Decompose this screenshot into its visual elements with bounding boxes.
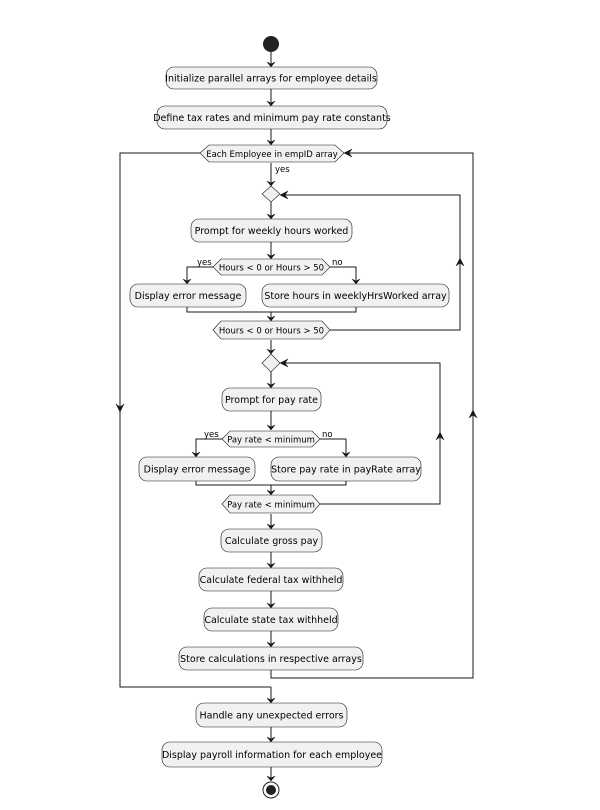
repeat-hours-hexagon: Hours < 0 or Hours > 50 (212, 320, 331, 340)
repeat-rate-hexagon: Pay rate < minimum (221, 494, 321, 514)
decision-hours-yes-label: yes (197, 258, 212, 268)
action-display-payroll-label: Display payroll information for each emp… (162, 750, 382, 761)
action-store-hours: Store hours in weeklyHrsWorked array (261, 283, 450, 308)
action-error-rate-label: Display error message (144, 465, 251, 476)
loop-employee-yes-label: yes (275, 165, 290, 175)
decision-hours-hexagon: Hours < 0 or Hours > 50 (212, 258, 331, 276)
action-store-calcs: Store calculations in respective arrays (178, 646, 364, 671)
action-store-rate-label: Store pay rate in payRate array (271, 465, 421, 476)
decision-rate-yes-label: yes (204, 430, 219, 440)
action-handle-errors: Handle any unexpected errors (195, 702, 348, 728)
repeat-rate-label: Pay rate < minimum (227, 501, 315, 511)
decision-rate-no-label: no (322, 430, 333, 440)
decision-hours-no-label: no (332, 258, 343, 268)
action-calc-gross-label: Calculate gross pay (225, 536, 319, 547)
decision-hours-label: Hours < 0 or Hours > 50 (219, 264, 324, 274)
action-store-calcs-label: Store calculations in respective arrays (180, 654, 362, 665)
start-node (263, 36, 279, 52)
action-store-hours-label: Store hours in weeklyHrsWorked array (264, 291, 447, 302)
action-init-arrays-label: Initialize parallel arrays for employee … (165, 74, 377, 85)
action-error-hours-label: Display error message (135, 291, 242, 302)
action-handle-errors-label: Handle any unexpected errors (199, 711, 343, 722)
repeat-hours-label: Hours < 0 or Hours > 50 (219, 327, 324, 337)
action-init-arrays: Initialize parallel arrays for employee … (165, 66, 378, 90)
loop-employee-hexagon: Each Employee in empID array (199, 144, 345, 163)
end-node (262, 781, 280, 799)
decision-rate-label: Pay rate < minimum (227, 436, 315, 446)
action-define-constants: Define tax rates and minimum pay rate co… (153, 105, 391, 130)
action-error-hours: Display error message (129, 283, 247, 308)
action-calc-state-label: Calculate state tax withheld (204, 615, 337, 626)
action-prompt-rate: Prompt for pay rate (221, 387, 322, 412)
action-prompt-hours: Prompt for weekly hours worked (190, 218, 353, 243)
action-prompt-rate-label: Prompt for pay rate (225, 395, 318, 406)
action-define-constants-label: Define tax rates and minimum pay rate co… (153, 113, 391, 124)
decision-rate-hexagon: Pay rate < minimum (221, 430, 321, 448)
merge-hours-diamond (261, 185, 281, 203)
loop-employee-label: Each Employee in empID array (206, 150, 338, 160)
action-display-payroll: Display payroll information for each emp… (161, 741, 383, 768)
action-calc-federal: Calculate federal tax withheld (198, 567, 344, 592)
action-store-rate: Store pay rate in payRate array (270, 456, 422, 482)
action-error-rate: Display error message (138, 456, 256, 482)
merge-rate-diamond (261, 353, 281, 373)
action-calc-state: Calculate state tax withheld (203, 607, 339, 632)
action-prompt-hours-label: Prompt for weekly hours worked (195, 226, 349, 237)
action-calc-gross: Calculate gross pay (220, 528, 323, 553)
action-calc-federal-label: Calculate federal tax withheld (200, 575, 343, 586)
